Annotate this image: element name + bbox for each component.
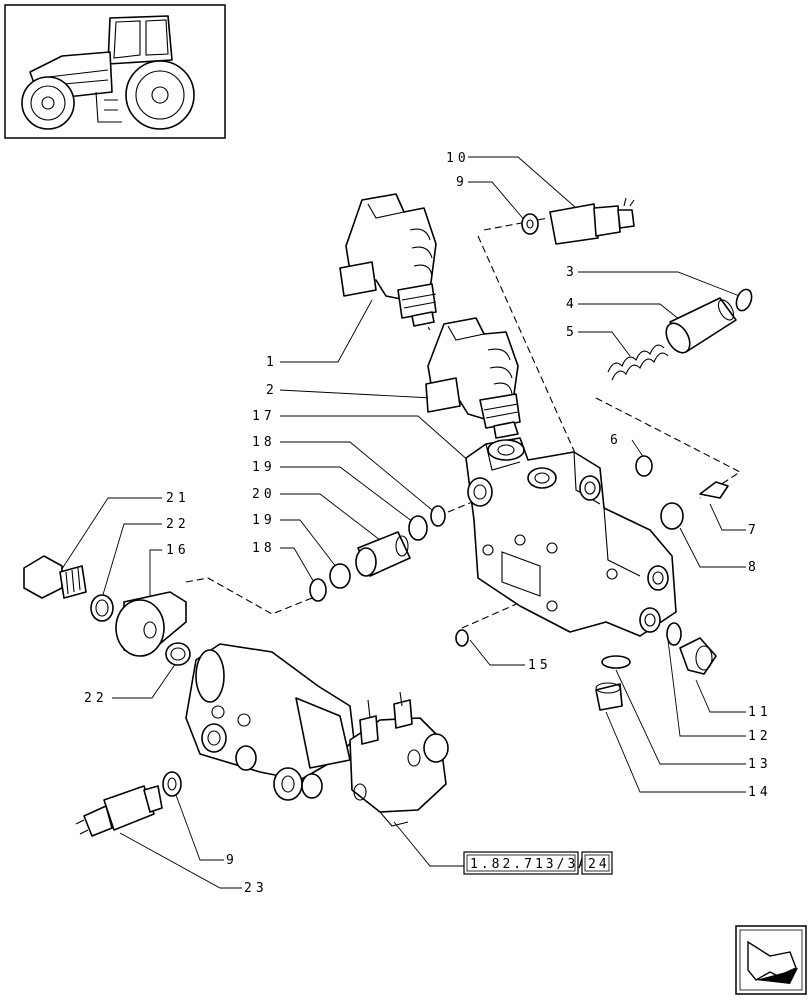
callout-14: 14 [748,785,772,800]
reference-code: 1.82.713/3A [470,857,589,872]
callout-2: 2 [266,383,278,398]
part-4-piston [665,297,737,354]
callout-8: 8 [748,560,760,575]
callout-20: 20 [252,487,276,502]
callout-19: 19 [252,460,276,475]
callout-16: 16 [166,543,190,558]
part-17-18-19-20-spool-stack [309,505,446,602]
control-valve-assembly [185,643,449,827]
part-23-pressure-switch [75,785,163,837]
part-22-sealing-ring [90,594,114,622]
part-2-solenoid-valve [425,317,521,439]
part-3-o-ring [735,288,753,312]
callout-3: 3 [566,265,578,280]
reference-link[interactable]: 1.82.713/3A 24 [463,851,613,875]
part-15-ring [455,629,469,647]
callout-22: 22 [166,517,190,532]
part-14-plug [595,682,623,711]
part-5-spring [607,344,669,381]
callout-23: 23 [244,881,268,896]
part-1-solenoid-valve [339,193,437,327]
callout-22: 22 [84,691,108,706]
callout-12: 12 [748,729,772,744]
callout-7: 7 [748,523,760,538]
callout-10: 10 [446,151,470,166]
part-21-banjo-bolt [23,555,87,599]
part-7-pin [699,481,729,499]
leader-lines [59,156,746,889]
part-13-ring [601,655,631,669]
callout-18: 18 [252,541,276,556]
part-10-pressure-switch [549,197,635,245]
callout-labels: 10 9 3 4 5 1 2 17 18 19 20 19 18 21 22 1… [84,151,772,896]
callout-11: 11 [748,705,772,720]
callout-9: 9 [456,175,468,190]
next-page-arrow-icon[interactable] [735,925,807,995]
callout-19: 19 [252,513,276,528]
callout-17: 17 [252,409,276,424]
callout-4: 4 [566,297,578,312]
callout-21: 21 [166,491,190,506]
reference-page: 24 [588,857,610,872]
part-6-plug [635,455,653,477]
part-16-banjo-fitting [115,591,187,657]
callout-9: 9 [226,853,238,868]
callout-1: 1 [266,355,278,370]
callout-15: 15 [528,658,552,673]
callout-13: 13 [748,757,772,772]
callout-6: 6 [610,433,622,448]
part-9-washer [521,213,539,235]
part-12-ring [666,622,682,646]
tractor-thumbnail-icon [4,4,226,139]
main-valve-body [465,437,677,637]
part-11-cap [679,637,717,675]
part-8-plug [660,502,684,530]
callout-18: 18 [252,435,276,450]
callout-5: 5 [566,325,578,340]
part-9-washer-lower [162,771,182,797]
part-22-sealing-ring-lower [165,642,191,666]
